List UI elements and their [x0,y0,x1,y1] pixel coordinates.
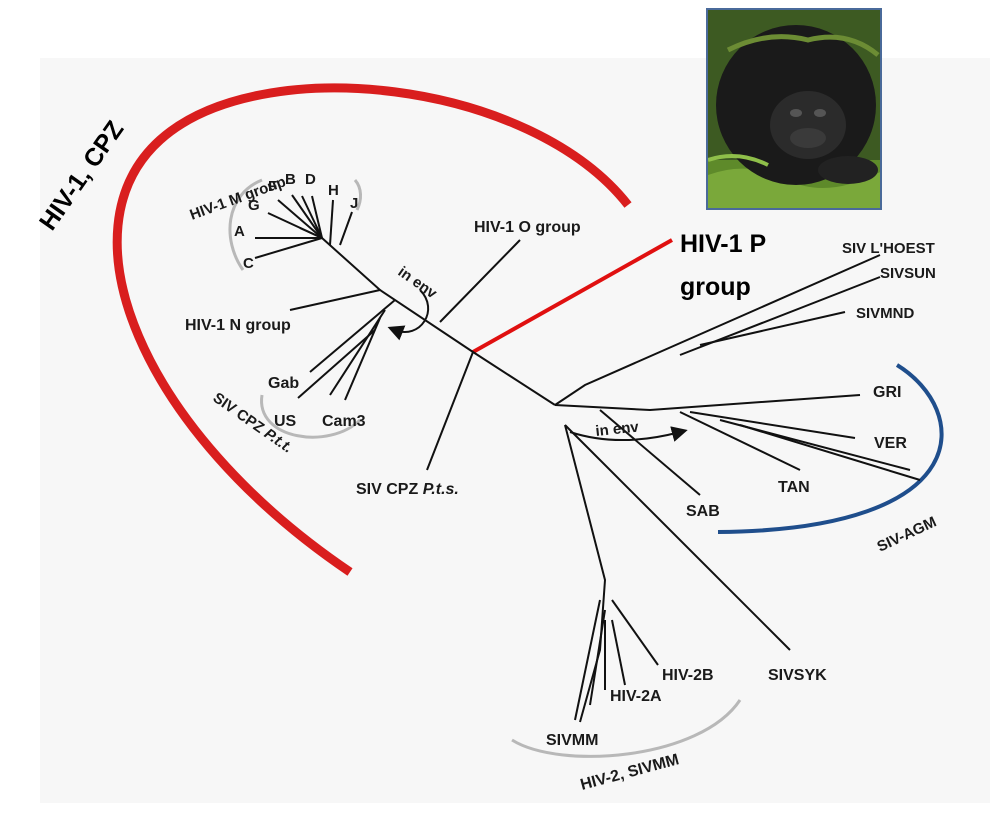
label-ver: VER [874,435,907,452]
label-us: US [274,413,297,430]
label-hiv1-n-group: HIV-1 N group [185,317,291,334]
label-sab: SAB [686,503,720,520]
label-subtype-h: H [328,182,339,199]
tree-branches [255,195,920,722]
label-subtype-b: B [285,171,296,188]
label-cam3: Cam3 [322,413,366,430]
label-siv-lhoest: SIV L'HOEST [842,240,935,257]
gorilla-photo [706,8,882,210]
label-siv-cpz-pts: SIV CPZ P.t.s. [356,481,459,498]
label-sivmnd: SIVMND [856,305,915,322]
label-siv-agm: SIV-AGM [875,513,940,555]
label-gri: GRI [873,384,901,401]
label-hiv1-p-group-line1: HIV-1 P [680,230,766,258]
gorilla-illustration [708,10,882,210]
label-sivmm: SIVMM [546,732,598,749]
label-subtype-f: F [268,178,277,195]
label-tan: TAN [778,479,810,496]
label-subtype-j: J [350,195,358,212]
label-subtype-a: A [234,223,245,240]
label-hiv2b: HIV-2B [662,667,714,684]
label-gab: Gab [268,375,299,392]
label-hiv2a: HIV-2A [610,688,662,705]
label-subtype-g: G [248,197,260,214]
label-subtype-c: C [243,255,254,272]
label-sivsyk: SIVSYK [768,667,827,684]
label-hiv1-o-group: HIV-1 O group [474,219,581,236]
label-in-env-1: in env [395,263,441,302]
label-sivsun: SIVSUN [880,265,936,282]
label-in-env-2: in env [595,418,641,440]
label-subtype-d: D [305,171,316,188]
label-hiv1-p-group-line2: group [680,273,751,301]
